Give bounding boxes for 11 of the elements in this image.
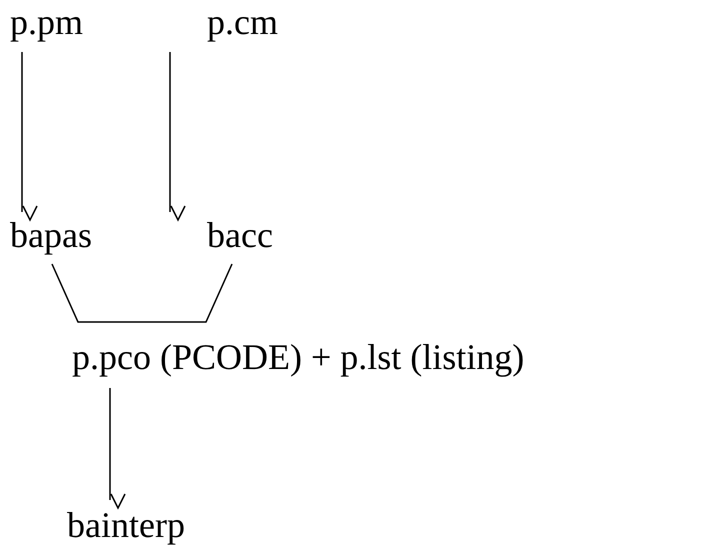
connector-line (140, 264, 233, 323)
node-label: p.pm (10, 2, 84, 42)
arrow (109, 388, 126, 509)
connector-line (51, 264, 140, 323)
arrow (169, 52, 186, 221)
node-label: bapas (10, 215, 92, 255)
arrow (21, 52, 38, 221)
node-label: bainterp (67, 505, 185, 545)
node-label: p.pco (PCODE) + p.lst (listing) (72, 337, 524, 377)
node-label: bacc (207, 215, 273, 255)
node-label: p.cm (207, 2, 278, 42)
